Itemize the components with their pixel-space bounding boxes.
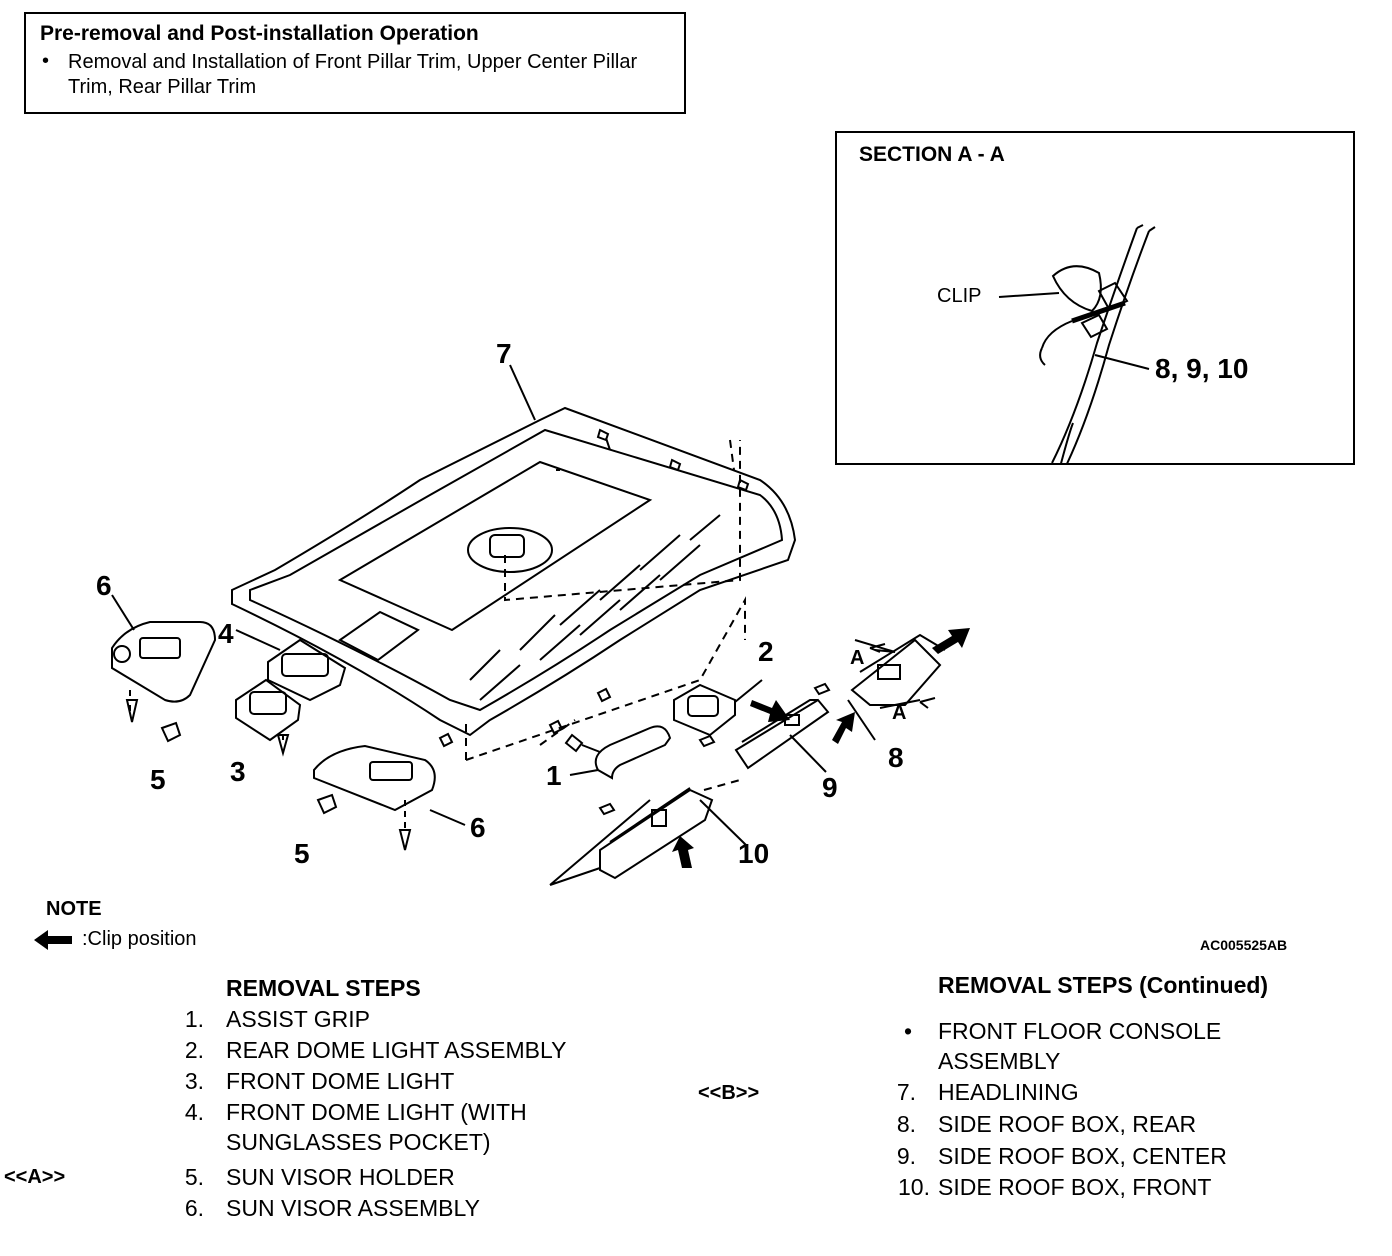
side-roof-box-rear [850, 638, 942, 706]
step-num: 5. [184, 1164, 204, 1190]
step-num: 6. [184, 1195, 204, 1221]
step-num: 2. [184, 1037, 204, 1063]
pre-removal-title: Pre-removal and Post-installation Operat… [40, 22, 479, 45]
ref-b: <<B>> [698, 1082, 760, 1104]
step-text: SUNGLASSES POCKET) [226, 1129, 491, 1155]
note-clip-arrow-icon [34, 930, 72, 950]
side-roof-box-front [599, 788, 714, 880]
headlining [231, 406, 797, 737]
step-num: 3. [184, 1068, 204, 1094]
front-dome-light-pocket [267, 638, 347, 702]
callout-8: 8 [888, 742, 904, 773]
step-text: SIDE ROOF BOX, CENTER [938, 1143, 1227, 1169]
assist-grip [594, 725, 672, 780]
front-dome-light [235, 678, 302, 742]
step-text: SUN VISOR HOLDER [226, 1164, 455, 1190]
callout-2: 2 [758, 636, 774, 667]
image-code: AC005525AB [1200, 937, 1288, 953]
step-text: SIDE ROOF BOX, REAR [938, 1111, 1197, 1137]
step-text: FRONT FLOOR CONSOLE [938, 1018, 1222, 1044]
step-text: SUN VISOR ASSEMBLY [226, 1195, 480, 1221]
section-drawing [998, 224, 1156, 463]
step-num: 8. [896, 1111, 916, 1137]
callout-9: 9 [822, 772, 838, 803]
step-text: SIDE ROOF BOX, FRONT [938, 1174, 1212, 1200]
pre-removal-item: Removal and Installation of Front Pillar… [68, 51, 638, 98]
pre-removal-bullet: • [42, 50, 50, 72]
removal-steps-continued-title: REMOVAL STEPS (Continued) [938, 972, 1269, 998]
step-text: ASSEMBLY [938, 1048, 1061, 1074]
step-num: 1. [184, 1006, 204, 1032]
callout-6-left: 6 [96, 570, 112, 601]
note-text: :Clip position [82, 928, 197, 950]
step-text: REAR DOME LIGHT ASSEMBLY [226, 1037, 567, 1063]
callout-7: 7 [496, 338, 512, 369]
sun-visor-left [111, 621, 217, 703]
callout-1: 1 [546, 760, 562, 791]
section-a-a-box: SECTION A - A CLIP 8, 9, 10 [835, 131, 1355, 465]
callout-10: 10 [738, 838, 770, 869]
sun-visor-right [313, 744, 436, 812]
step-num: 10. [898, 1174, 930, 1200]
removal-steps-title: REMOVAL STEPS [226, 975, 421, 1001]
callout-3: 3 [230, 756, 246, 787]
side-roof-box-center [734, 698, 830, 770]
step-num: 9. [896, 1143, 916, 1169]
step-text: ASSIST GRIP [226, 1006, 371, 1032]
step-num: 7. [896, 1079, 916, 1105]
step-num: 4. [184, 1099, 204, 1125]
section-mark-a-bottom: A [892, 702, 907, 724]
step-num: • [903, 1018, 912, 1044]
clip-label: CLIP [937, 285, 982, 307]
section-parts-label: 8, 9, 10 [1155, 353, 1249, 384]
section-title: SECTION A - A [859, 143, 1005, 166]
note-title: NOTE [46, 898, 102, 920]
callout-4: 4 [218, 618, 234, 649]
step-text: HEADLINING [938, 1079, 1079, 1105]
rear-dome-light [673, 683, 736, 737]
callout-5-left: 5 [150, 764, 166, 795]
step-text: FRONT DOME LIGHT (WITH [226, 1099, 527, 1125]
pre-removal-box: Pre-removal and Post-installation Operat… [24, 12, 686, 114]
callout-6-right: 6 [470, 812, 486, 843]
ref-a: <<A>> [4, 1166, 66, 1188]
callout-5-right: 5 [294, 838, 310, 869]
step-text: FRONT DOME LIGHT [226, 1068, 455, 1094]
section-mark-a-top: A [850, 647, 865, 669]
